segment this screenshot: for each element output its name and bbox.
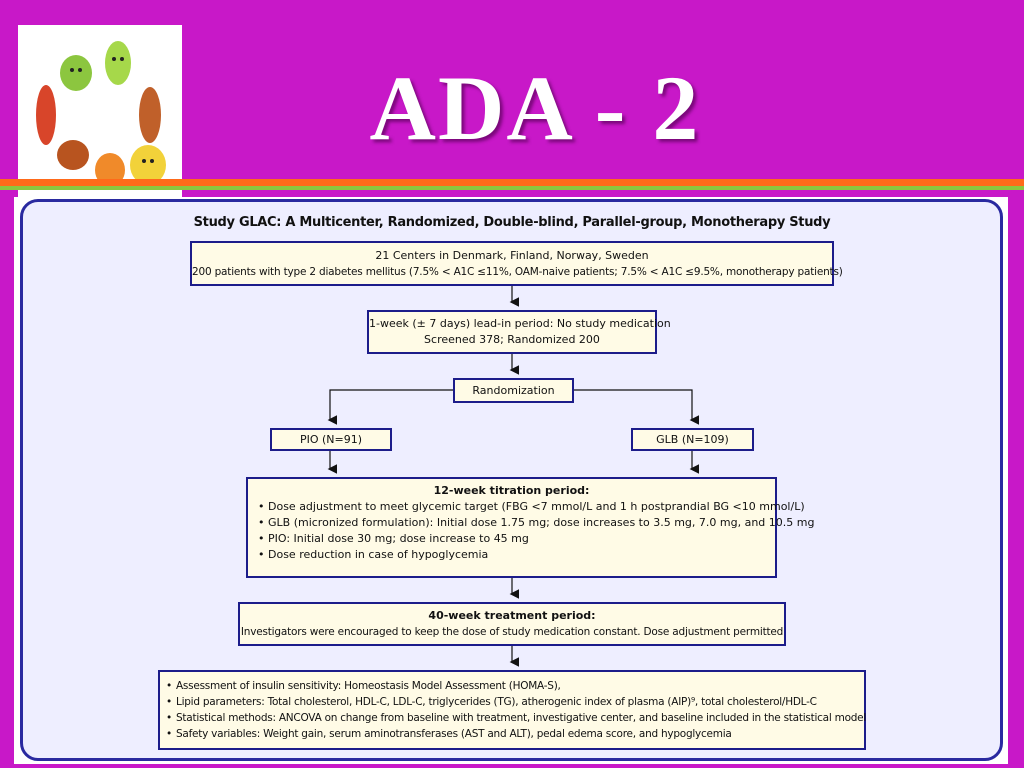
assessment-item: Lipid parameters: Total cholesterol, HDL… xyxy=(166,694,864,710)
treatment-text: Investigators were encouraged to keep th… xyxy=(240,626,784,638)
flowchart-heading: Study GLAC: A Multicenter, Randomized, D… xyxy=(193,215,831,230)
divider-orange xyxy=(0,179,1024,186)
randomization-box: Randomization xyxy=(453,378,574,403)
randomization-label: Randomization xyxy=(472,384,555,397)
logo-image xyxy=(18,25,182,197)
treatment-box: 40-week treatment period: Investigators … xyxy=(238,602,786,646)
page-title: ADA - 2 xyxy=(369,57,701,159)
assessment-item: Assessment of insulin sensitivity: Homeo… xyxy=(166,678,864,694)
centers-line-1: 21 Centers in Denmark, Finland, Norway, … xyxy=(375,249,649,262)
assessments-box: Assessment of insulin sensitivity: Homeo… xyxy=(158,670,866,750)
arrow-randomization-to-glb xyxy=(574,389,700,425)
leadin-line-1: 1-week (± 7 days) lead-in period: No stu… xyxy=(369,317,671,330)
titration-list: Dose adjustment to meet glycemic target … xyxy=(248,499,814,563)
titration-item: GLB (micronized formulation): Initial do… xyxy=(258,515,814,531)
glb-arm-box: GLB (N=109) xyxy=(631,428,754,451)
centers-line-2: 200 patients with type 2 diabetes mellit… xyxy=(192,266,843,278)
titration-box: 12-week titration period: Dose adjustmen… xyxy=(246,477,814,578)
pio-arm-label: PIO (N=91) xyxy=(299,433,363,446)
titration-title: 12-week titration period: xyxy=(433,484,590,497)
cartoon-food-characters-icon xyxy=(36,41,166,187)
titration-item: PIO: Initial dose 30 mg; dose increase t… xyxy=(258,531,775,547)
treatment-title: 40-week treatment period: xyxy=(428,609,596,622)
arrow-randomization-to-pio xyxy=(327,389,453,425)
leadin-line-2: Screened 378; Randomized 200 xyxy=(424,333,600,346)
centers-box: 21 Centers in Denmark, Finland, Norway, … xyxy=(190,241,843,286)
assessment-item: Statistical methods: ANCOVA on change fr… xyxy=(166,710,866,726)
divider-green xyxy=(0,186,1024,190)
assessment-item: Safety variables: Weight gain, serum ami… xyxy=(166,726,864,742)
leadin-box: 1-week (± 7 days) lead-in period: No stu… xyxy=(367,310,671,354)
titration-item: Dose reduction in case of hypoglycemia xyxy=(258,547,775,563)
pio-arm-box: PIO (N=91) xyxy=(270,428,392,451)
assessments-list: Assessment of insulin sensitivity: Homeo… xyxy=(160,678,866,742)
glb-arm-label: GLB (N=109) xyxy=(656,433,729,446)
titration-item: Dose adjustment to meet glycemic target … xyxy=(258,499,805,515)
